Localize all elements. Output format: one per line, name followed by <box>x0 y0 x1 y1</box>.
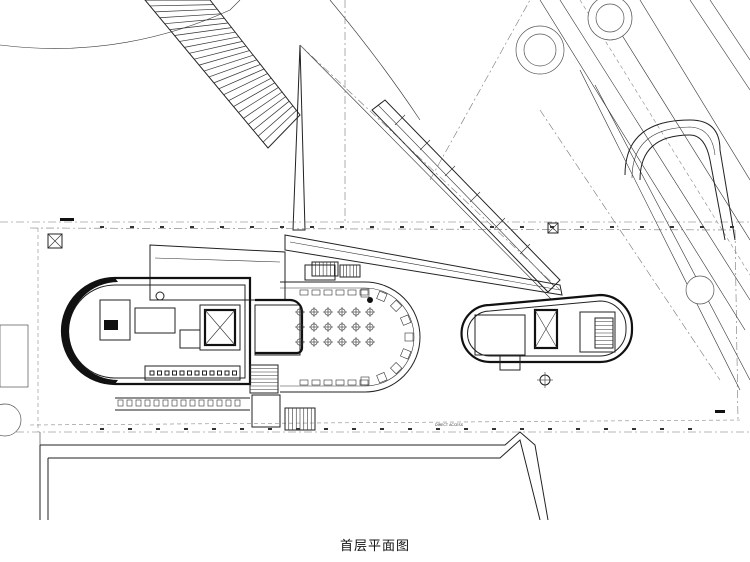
hatched-ramp <box>144 0 301 149</box>
drawing-caption: 首层平面图 <box>339 539 410 554</box>
main-building <box>60 244 304 428</box>
stair-connector <box>311 261 339 277</box>
floor-plan-drawing: DIRECT ACCESS <box>0 0 750 520</box>
plaza-arc-inner <box>329 0 421 121</box>
cafe-capsule <box>280 264 421 393</box>
entrance-stair <box>284 407 316 431</box>
angled-bridge <box>371 99 561 293</box>
plan-small-label: DIRECT ACCESS <box>435 423 464 427</box>
right-building <box>460 293 634 388</box>
road-edges <box>539 0 750 391</box>
tree-symbols <box>0 0 715 437</box>
left-annex <box>0 324 29 388</box>
connecting-walkway <box>284 234 563 296</box>
site-stakes <box>100 226 734 430</box>
plaza-arc <box>0 0 241 49</box>
triangle-canopy <box>292 44 306 231</box>
lower-plaza <box>39 431 549 520</box>
curved-ramp <box>624 119 736 241</box>
